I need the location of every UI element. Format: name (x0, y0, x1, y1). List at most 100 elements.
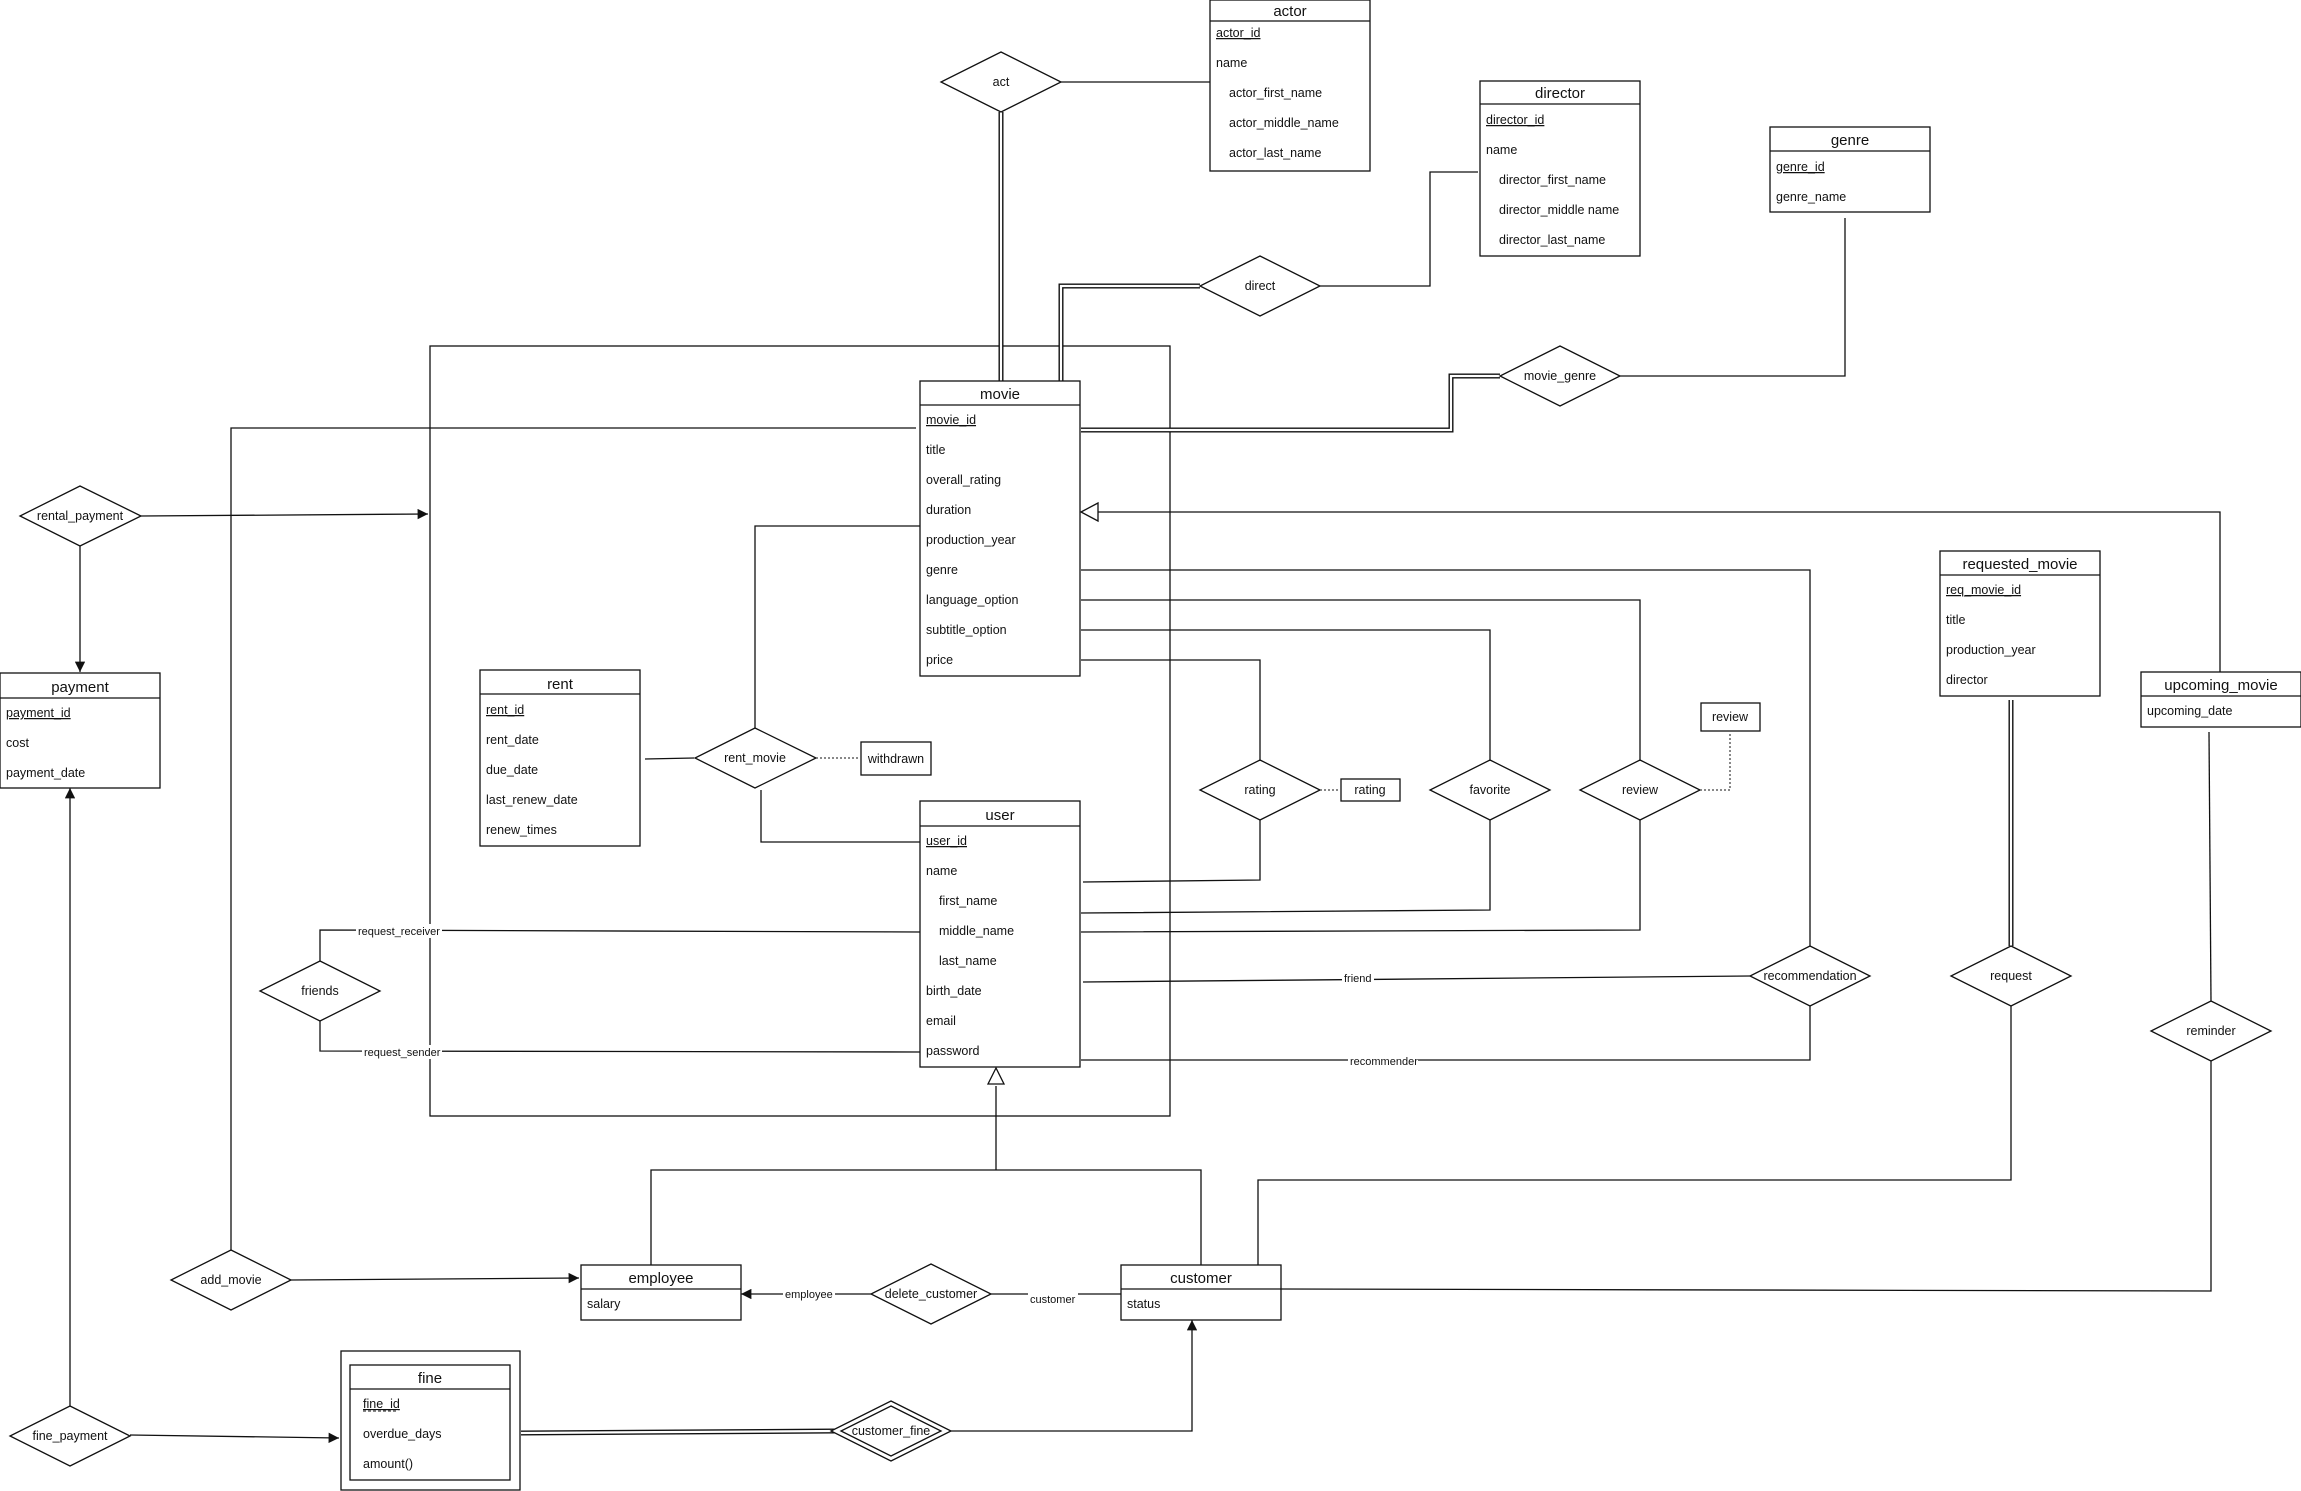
relationship-rating[interactable]: rating (1198, 759, 1322, 821)
svg-text:customer_fine: customer_fine (852, 1424, 931, 1438)
attr-first-name: first_name (939, 894, 997, 908)
fine-outer-box (340, 1350, 521, 1491)
attr-salary: salary (587, 1297, 621, 1311)
svg-text:review: review (1712, 710, 1749, 724)
entity-genre[interactable]: genre genre_id genre_name (1769, 126, 1931, 213)
attr-overall-rating: overall_rating (926, 473, 1001, 487)
svg-text:recommendation: recommendation (1763, 969, 1856, 983)
aggregation-box (429, 345, 1171, 1117)
attr-subtitle-option: subtitle_option (926, 623, 1007, 637)
attr-price: price (926, 653, 953, 667)
entity-title: fine (418, 1370, 442, 1387)
entity-employee[interactable]: employee salary (580, 1264, 742, 1321)
edge-label-friend: friend (1344, 973, 1372, 985)
edge-label-request-receiver: request_receiver (358, 926, 440, 938)
entity-payment[interactable]: payment payment_id cost payment_date (0, 672, 161, 789)
svg-text:favorite: favorite (1470, 783, 1511, 797)
attr-req-movie-id: req_movie_id (1946, 583, 2021, 597)
attr-genre-name: genre_name (1776, 190, 1846, 204)
edge-label-recommender: recommender (1350, 1056, 1418, 1068)
attr-last-name: last_name (939, 954, 997, 968)
relationship-rental-payment[interactable]: rental_payment (18, 485, 143, 547)
attr-name: name (926, 864, 957, 878)
attr-birth-date: birth_date (926, 984, 982, 998)
entity-title: user (985, 807, 1014, 824)
relationship-delete-customer[interactable]: delete_customer (869, 1263, 993, 1325)
svg-text:movie_genre: movie_genre (1524, 369, 1596, 383)
attr-upcoming-date: upcoming_date (2147, 704, 2233, 718)
entity-customer[interactable]: customer status (1120, 1264, 1282, 1321)
entity-title: payment (51, 679, 109, 696)
relationship-rent-movie[interactable]: rent_movie (693, 727, 818, 789)
attr-movie-id: movie_id (926, 413, 976, 427)
attr-rent-date: rent_date (486, 733, 539, 747)
entity-actor[interactable]: actor actor_id name actor_first_name act… (1209, 0, 1371, 172)
entity-rent[interactable]: rent rent_id rent_date due_date last_ren… (479, 669, 641, 847)
attr-name: name (1216, 56, 1247, 70)
attr-actor-id: actor_id (1216, 26, 1261, 40)
entity-title: movie (980, 386, 1020, 403)
attr-renew-times: renew_times (486, 823, 557, 837)
attr-overdue-days: overdue_days (363, 1427, 442, 1441)
svg-text:review: review (1622, 783, 1659, 797)
entity-title: employee (628, 1270, 693, 1287)
attr-name: name (1486, 143, 1517, 157)
svg-text:rating: rating (1244, 783, 1275, 797)
attr-title: title (1946, 613, 1966, 627)
entity-title: director (1535, 85, 1585, 102)
svg-text:withdrawn: withdrawn (867, 752, 924, 766)
attr-duration: duration (926, 503, 971, 517)
attr-title: title (926, 443, 946, 457)
relationship-favorite[interactable]: favorite (1428, 759, 1552, 821)
relationship-request[interactable]: request (1949, 945, 2073, 1007)
edge-label-employee: employee (785, 1289, 833, 1301)
entity-title: customer (1170, 1270, 1232, 1287)
entity-director[interactable]: director director_id name director_first… (1479, 80, 1641, 257)
svg-text:add_movie: add_movie (200, 1273, 261, 1287)
attribute-rating[interactable]: rating (1340, 778, 1401, 802)
attr-due-date: due_date (486, 763, 538, 777)
attr-last-renew-date: last_renew_date (486, 793, 578, 807)
attr-production-year: production_year (1946, 643, 2036, 657)
relationship-add-movie[interactable]: add_movie (169, 1249, 293, 1311)
entity-movie[interactable]: movie movie_id title overall_rating dura… (919, 380, 1081, 677)
svg-text:rent_movie: rent_movie (724, 751, 786, 765)
attribute-review[interactable]: review (1700, 702, 1761, 732)
attr-actor-middle-name: actor_middle_name (1229, 116, 1339, 130)
entity-fine[interactable]: fine fine_id overdue_days amount() (349, 1364, 511, 1481)
relationship-review[interactable]: review (1578, 759, 1702, 821)
svg-text:delete_customer: delete_customer (885, 1287, 977, 1301)
attr-production-year: production_year (926, 533, 1016, 547)
entity-requested-movie[interactable]: requested_movie req_movie_id title produ… (1939, 550, 2101, 697)
svg-text:request: request (1990, 969, 2032, 983)
edge-label-request-sender: request_sender (364, 1047, 441, 1059)
relationship-movie-genre[interactable]: movie_genre (1498, 345, 1622, 407)
svg-text:rating: rating (1354, 783, 1385, 797)
attr-director-first-name: director_first_name (1499, 173, 1606, 187)
entity-title: actor (1273, 3, 1306, 20)
relationship-recommendation[interactable]: recommendation (1748, 945, 1872, 1007)
entity-user[interactable]: user user_id name first_name middle_name… (919, 800, 1081, 1068)
svg-text:fine_payment: fine_payment (32, 1429, 108, 1443)
attr-genre: genre (926, 563, 958, 577)
relationship-fine-payment[interactable]: fine_payment (8, 1405, 132, 1467)
relationship-direct[interactable]: direct (1198, 255, 1322, 317)
relationship-friends[interactable]: friends (258, 960, 382, 1022)
entity-title: requested_movie (1962, 556, 2077, 573)
svg-text:friends: friends (301, 984, 339, 998)
attr-payment-id: payment_id (6, 706, 71, 720)
entity-upcoming-movie[interactable]: upcoming_movie upcoming_date (2140, 671, 2301, 728)
attr-middle-name: middle_name (939, 924, 1014, 938)
svg-text:direct: direct (1245, 279, 1276, 293)
attr-status: status (1127, 1297, 1160, 1311)
attr-cost: cost (6, 736, 29, 750)
attr-rent-id: rent_id (486, 703, 524, 717)
relationship-customer-fine[interactable]: customer_fine (829, 1400, 953, 1462)
svg-text:rental_payment: rental_payment (37, 509, 124, 523)
attribute-withdrawn[interactable]: withdrawn (860, 741, 932, 776)
attr-user-id: user_id (926, 834, 967, 848)
entity-title: genre (1831, 132, 1869, 149)
relationship-act[interactable]: act (939, 51, 1063, 113)
relationship-reminder[interactable]: reminder (2149, 1000, 2273, 1062)
